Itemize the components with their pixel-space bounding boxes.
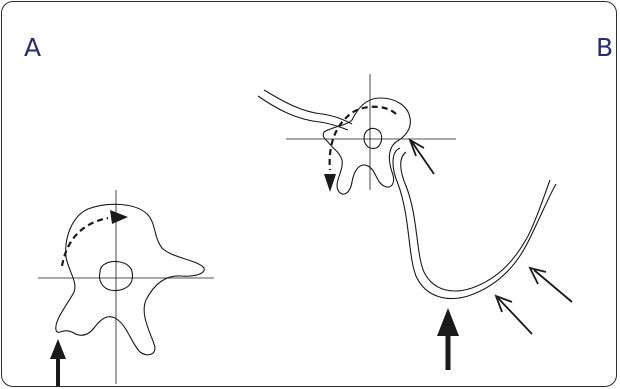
panel-a-force-arrowhead	[50, 339, 66, 359]
panel-b-foramen	[363, 127, 383, 149]
panel-b-band-upper-left-outer	[257, 95, 349, 131]
panel-b	[257, 74, 573, 370]
panel-b-force-arrowhead	[437, 308, 459, 336]
panel-b-vertebra-outline	[322, 97, 411, 195]
panel-a-vertebra-outline	[55, 203, 205, 356]
panel-b-band-long-outer	[392, 147, 557, 299]
panel-b-thin-arrow-3	[494, 294, 533, 335]
panel-a-rotation-arrow	[60, 216, 109, 267]
panel-a	[38, 190, 214, 386]
panel-label-a: A	[24, 33, 42, 62]
panel-b-thin-arrow-2	[528, 266, 573, 303]
panel-label-b: B	[596, 33, 614, 62]
panel-b-rotation-arrowhead	[324, 174, 336, 192]
panel-b-band-long-inner	[400, 151, 551, 292]
panel-b-band-upper-left-inner	[263, 89, 353, 125]
panel-a-rotation-arrowhead	[110, 210, 128, 224]
panel-b-thin-arrow-1	[408, 137, 435, 175]
panel-a-foramen	[98, 260, 134, 292]
panel-b-rotation-arrow	[328, 105, 397, 171]
